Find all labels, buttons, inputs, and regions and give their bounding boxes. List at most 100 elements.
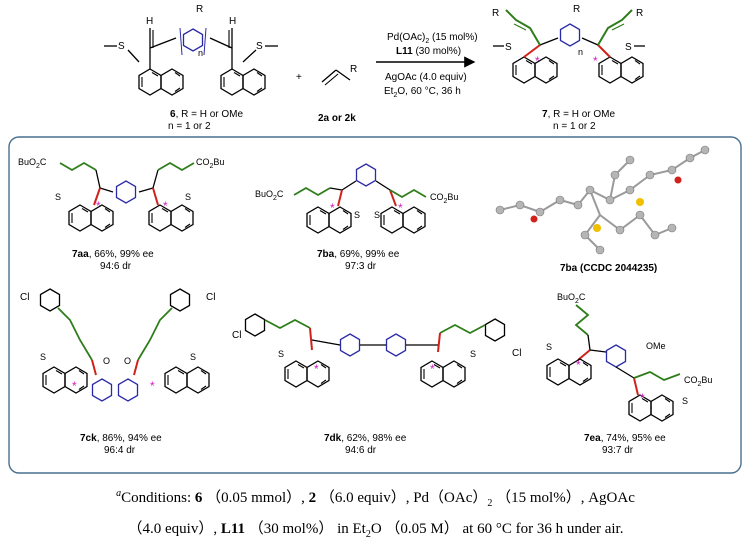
condition-oxidant: AgOAc (4.0 equiv) [385, 72, 467, 83]
sulfur-label: S [118, 41, 125, 52]
compound-6-n-label: n = 1 or 2 [168, 121, 211, 132]
ester-right-label: CO2Bu [196, 157, 224, 170]
naphthalene-ring [306, 206, 352, 234]
product-7aa: BuO2C CO2Bu S S * * 7aa, 66%, 99% ee 94:… [18, 157, 224, 272]
ester-right-label: CO2Bu [430, 192, 458, 205]
stereo-axis-marker: * [72, 379, 77, 393]
methoxy-label: O [124, 356, 131, 366]
ester-left-label: BuO2C [18, 157, 47, 170]
chloro-label: Cl [232, 330, 241, 341]
stereo-axis-marker: * [430, 362, 435, 376]
sulfur-label: S [625, 42, 632, 53]
naphthalene-ring [138, 68, 184, 96]
product-7ck-yield: 7ck, 86%, 94% ee [80, 433, 162, 444]
stereo-axis-marker: * [150, 379, 155, 393]
condition-catalyst: Pd(OAc)2 (15 mol%) [387, 32, 478, 45]
r-group-label: R [350, 64, 357, 75]
sulfur-label: S [256, 41, 263, 52]
xray-structure-image: 7ba (CCDC 2044235) [495, 145, 710, 274]
product-7dk: Cl Cl S S * * 7dk, 62%, 98% ee 94:6 dr [232, 313, 521, 456]
naphthalene-ring [420, 360, 466, 388]
alkene-2-label: 2a or 2k [318, 113, 356, 124]
thioether-label: S [682, 396, 688, 406]
footnote-line-2: （4.0 equiv）, L11 （30 mol%） in Et2O （0.05… [127, 521, 624, 540]
xray-label: 7ba (CCDC 2044235) [560, 263, 657, 274]
condition-solvent: Et2O, 60 °C, 36 h [384, 86, 461, 99]
repeat-n-label: n [198, 48, 203, 58]
stereo-axis-marker: * [593, 54, 598, 68]
stereo-axis-marker: * [576, 358, 581, 372]
repeat-n-label: n [578, 47, 583, 57]
naphthalene-ring [546, 358, 592, 386]
product-7ba-dr: 97:3 dr [345, 261, 377, 272]
product-7dk-yield: 7dk, 62%, 98% ee [324, 433, 407, 444]
chloro-label: Cl [512, 348, 521, 359]
thioether-label: S [185, 192, 191, 202]
r-group-label: R [636, 8, 643, 19]
chlorophenyl-ring [244, 313, 266, 337]
product-7ea-yield: 7ea, 74%, 95% ee [584, 433, 666, 444]
sulfur-label: S [505, 42, 512, 53]
hydrogen-label: H [146, 16, 153, 27]
naphthalene-ring [164, 366, 210, 394]
product-7aa-dr: 94:6 dr [100, 261, 132, 272]
stereo-axis-marker: * [640, 391, 645, 405]
naphthalene-ring [598, 56, 644, 84]
product-7ba-yield: 7ba, 69%, 99% ee [317, 249, 400, 260]
chlorophenyl-ring [484, 318, 506, 342]
compound-7-n-label: n = 1 or 2 [553, 121, 596, 132]
naphthalene-ring [284, 360, 330, 388]
r-group-label: R [573, 4, 580, 15]
stereo-axis-marker: * [398, 201, 403, 215]
thioether-label: S [190, 352, 196, 362]
product-7aa-yield: 7aa, 66%, 99% ee [72, 249, 154, 260]
chloro-label: Cl [206, 292, 215, 303]
naphthalene-ring [220, 68, 266, 96]
chlorophenyl-ring [39, 288, 61, 312]
chlorophenyl-ring [169, 288, 191, 312]
compound-6-label: 6, R = H or OMe [170, 109, 244, 120]
hydrogen-label: H [229, 16, 236, 27]
product-7ck: Cl Cl O O S S * * 7ck, 86%, 94% ee 96:4 … [20, 288, 215, 456]
thioether-label: S [278, 349, 284, 359]
product-7ck-dr: 96:4 dr [104, 445, 136, 456]
r-group-label: R [492, 8, 499, 19]
stereo-axis-marker: * [535, 54, 540, 68]
product-7ba: BuO2C CO2Bu S S * * 7ba, 69%, 99% ee 97:… [255, 163, 458, 272]
r-group-label: R [196, 4, 203, 15]
naphthalene-ring [42, 366, 88, 394]
ester-left-label: BuO2C [255, 189, 284, 202]
methoxy-label: O [103, 356, 110, 366]
scope-frame [8, 136, 742, 474]
chloro-label: Cl [20, 292, 29, 303]
product-7ea: BuO2C OMe CO2Bu S S * * 7ea, 74%, 95% ee… [546, 292, 712, 456]
methoxy-label: OMe [646, 341, 666, 351]
product-7: R R R S S * * n 7, R = H or OMe n = 1 or… [492, 4, 645, 132]
starting-material-6: H H R n S S 6, R = H or OMe n = 1 or 2 [104, 4, 278, 132]
naphthalene-ring [380, 206, 426, 234]
naphthalene-ring [68, 204, 114, 232]
stereo-axis-marker: * [330, 201, 335, 215]
thioether-label: S [40, 352, 46, 362]
naphthalene-ring [148, 204, 194, 232]
stereo-axis-marker: * [314, 362, 319, 376]
reaction-conditions: Pd(OAc)2 (15 mol%) L11 (30 mol%) AgOAc (… [376, 32, 478, 99]
naphthalene-ring [628, 394, 674, 422]
condition-ligand: L11 (30 mol%) [396, 46, 461, 57]
thioether-label: S [546, 342, 552, 352]
plus-sign: + [296, 72, 302, 83]
thioether-label: S [374, 210, 380, 220]
thioether-label: S [470, 349, 476, 359]
product-7dk-dr: 94:6 dr [345, 445, 377, 456]
alkene-2: R 2a or 2k [318, 64, 357, 124]
ester-right-label: CO2Bu [684, 375, 712, 388]
stereo-axis-marker: * [96, 199, 101, 213]
ester-top-label: BuO2C [557, 292, 586, 305]
thioether-label: S [55, 192, 61, 202]
stereo-axis-marker: * [163, 199, 168, 213]
product-7ea-dr: 93:7 dr [602, 445, 634, 456]
compound-7-label: 7, R = H or OMe [542, 109, 616, 120]
thioether-label: S [354, 210, 360, 220]
footnote-line-1: aConditions: 6 （0.05 mmol）, 2 （6.0 equiv… [116, 488, 635, 509]
